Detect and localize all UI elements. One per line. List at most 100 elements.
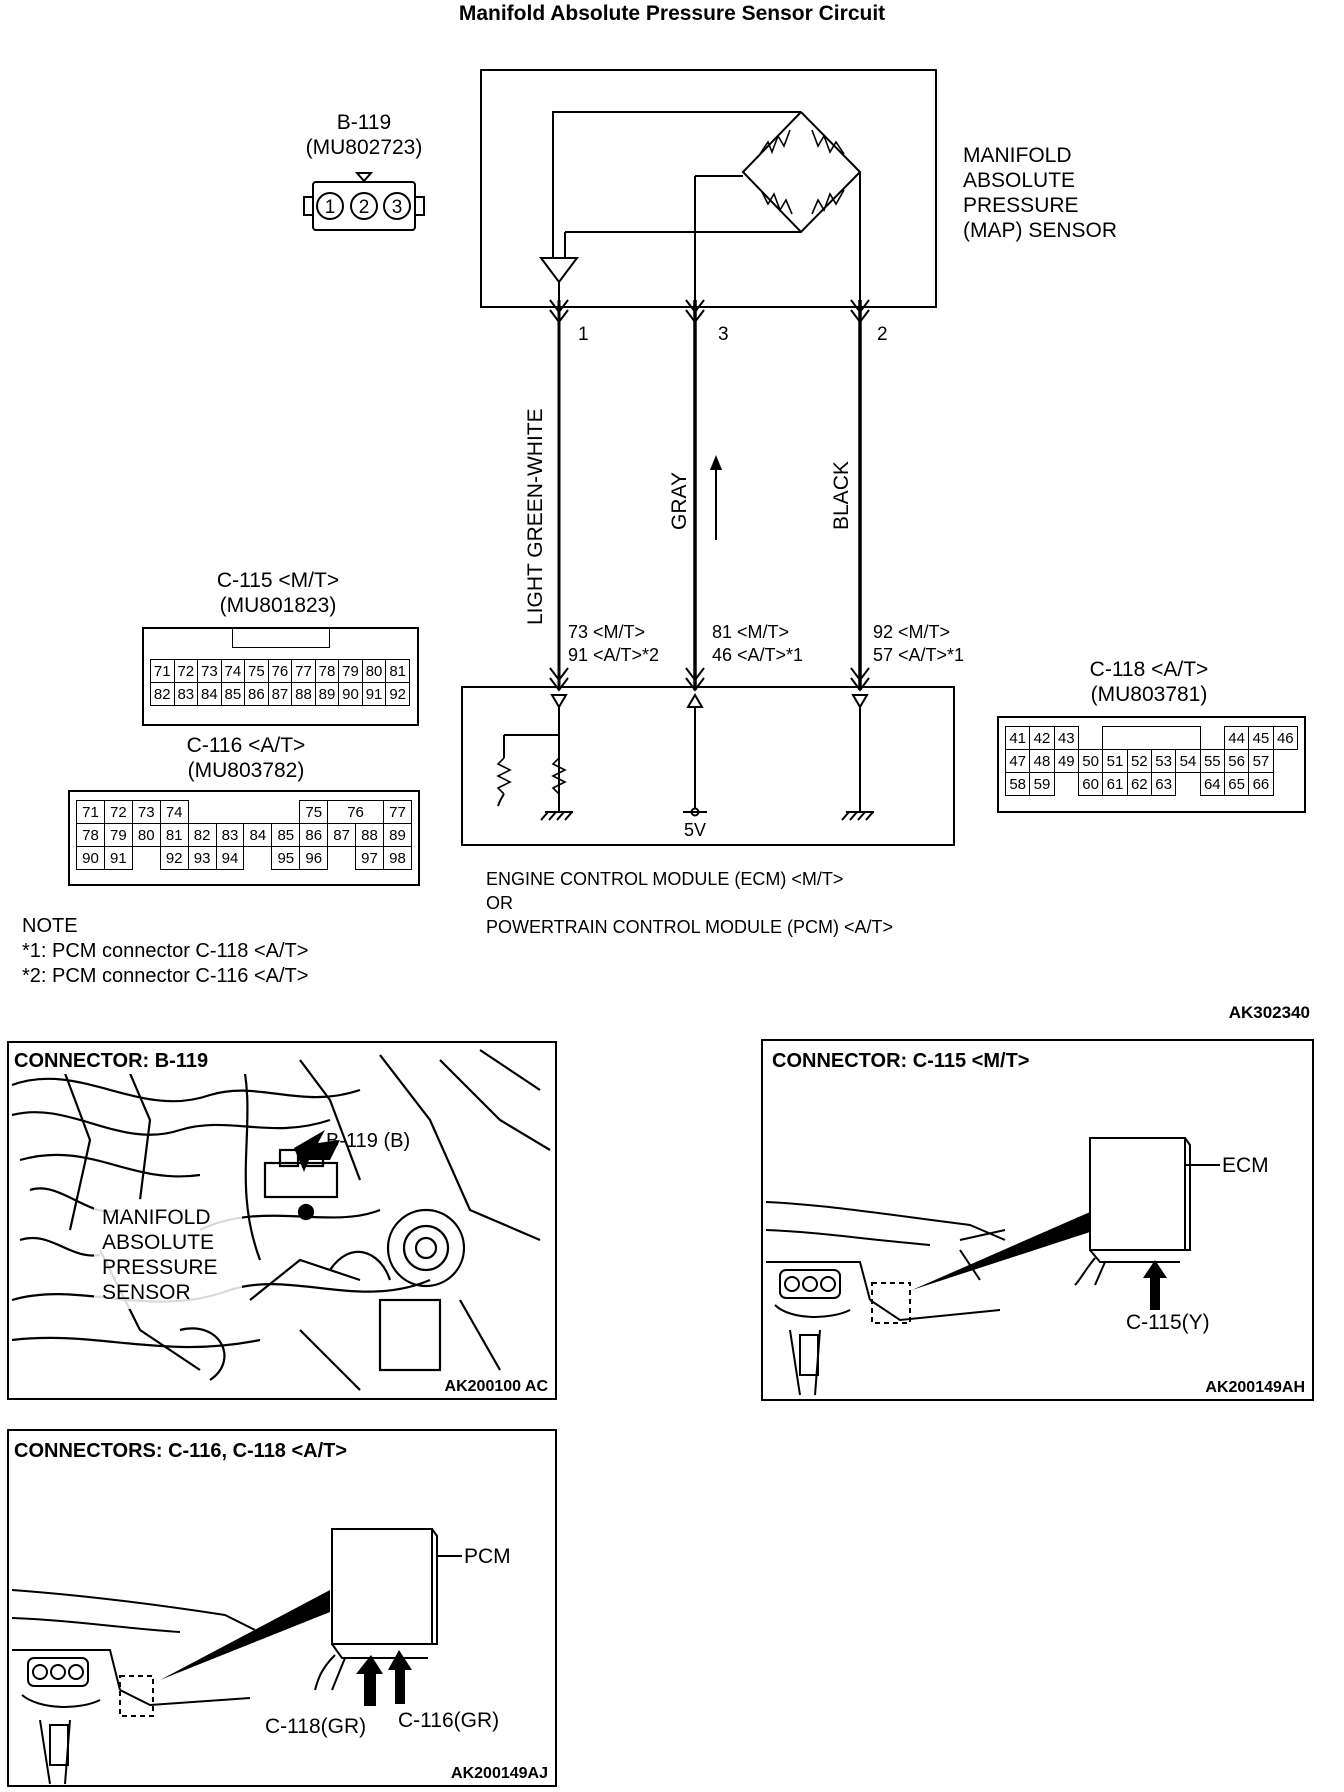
pin: 78	[314, 659, 340, 683]
wire-color-pin1: LIGHT GREEN-WHITE	[524, 408, 547, 625]
pin: 57	[1248, 749, 1274, 773]
c118-name: C-118 <A/T>	[1090, 658, 1209, 681]
panel-c116-conn-a: C-118(GR)	[265, 1715, 366, 1738]
pin: 47	[1004, 749, 1031, 773]
pin: 55	[1199, 749, 1225, 773]
panel-c116-title: CONNECTORS: C-116, C-118 <A/T>	[14, 1440, 347, 1462]
pin: 46	[1272, 726, 1299, 750]
pin: 60	[1077, 772, 1104, 796]
ecm-caption-2: OR	[486, 893, 513, 913]
c118-part: (MU803781)	[1091, 683, 1208, 706]
panel-c116-conn-b: C-116(GR)	[398, 1709, 499, 1732]
pin: 78	[76, 823, 105, 847]
panel-b119-code: AK200100 AC	[445, 1378, 549, 1395]
pin: 96	[299, 846, 329, 870]
pin: 82	[150, 682, 175, 706]
pin: 88	[291, 682, 316, 706]
pin: 98	[382, 846, 413, 870]
panel-c115-code: AK200149AH	[1205, 1379, 1305, 1396]
pin-1-label: 1	[578, 324, 589, 345]
c115-arrow-icon	[1143, 1260, 1167, 1310]
pin: 53	[1150, 749, 1177, 773]
pin: 48	[1029, 749, 1055, 773]
panel-b119-title: CONNECTOR: B-119	[14, 1050, 208, 1072]
pin-gap	[1078, 727, 1102, 750]
pin: 51	[1102, 749, 1128, 773]
pin-2-label: 2	[877, 324, 888, 345]
b119-part: (MU802723)	[306, 136, 423, 159]
pin: 72	[173, 659, 199, 683]
pin: 85	[220, 682, 246, 706]
pin: 73	[131, 800, 161, 824]
pin: 76	[327, 800, 384, 824]
b119-pin-2: 2	[359, 197, 370, 218]
sensor-label-1: MANIFOLD	[963, 144, 1072, 167]
pin: 71	[150, 659, 175, 683]
panel-b119-code-bg	[420, 1372, 554, 1396]
panel-b119-title-bg	[10, 1044, 258, 1074]
pin: 75	[299, 800, 329, 824]
c116-arrow-icon	[388, 1650, 412, 1704]
ecm-caption-3: POWERTRAIN CONTROL MODULE (PCM) <A/T>	[486, 917, 893, 937]
dashboard-illustration-2	[11, 1528, 462, 1785]
pin-3-label: 3	[718, 324, 729, 345]
pin-gap	[1200, 727, 1224, 750]
pin: 43	[1053, 726, 1079, 750]
map-sensor-box	[480, 69, 937, 308]
panel-c116-module: PCM	[464, 1545, 511, 1568]
pin: 85	[271, 823, 301, 847]
pin: 79	[103, 823, 133, 847]
ecm-caption-1: ENGINE CONTROL MODULE (ECM) <M/T>	[486, 869, 843, 889]
pin: 80	[361, 659, 387, 683]
pin: 83	[215, 823, 245, 847]
c118-arrow-icon	[356, 1655, 383, 1706]
panel-b119-label-3: PRESSURE	[102, 1256, 218, 1279]
ecm-pin2-mt: 92 <M/T>	[873, 622, 950, 642]
ecm-5v-label: 5V	[684, 820, 706, 840]
pin: 84	[197, 682, 222, 706]
pin-gap	[188, 801, 216, 824]
pin: 83	[173, 682, 199, 706]
ecm-pin1-at: 91 <A/T>*2	[568, 645, 659, 665]
pin: 87	[327, 823, 357, 847]
pin-gap	[132, 847, 160, 870]
c115-name: C-115 <M/T>	[217, 569, 339, 592]
pin: 73	[197, 659, 222, 683]
pin: 94	[215, 846, 245, 870]
ecm-pin3-at: 46 <A/T>*1	[712, 645, 803, 665]
pin: 59	[1029, 772, 1055, 796]
pin: 66	[1248, 772, 1274, 796]
pin: 86	[299, 823, 329, 847]
note-heading: NOTE	[22, 915, 78, 937]
pin: 95	[271, 846, 301, 870]
b119-callout-arrow-icon	[294, 1130, 340, 1172]
pin-gap	[272, 801, 300, 824]
panel-b119-label-bg	[94, 1199, 242, 1309]
pin: 84	[243, 823, 273, 847]
pin: 87	[267, 682, 293, 706]
pin: 45	[1248, 726, 1274, 750]
pin: 56	[1223, 749, 1250, 773]
pin-gap	[1054, 773, 1078, 796]
note-1: *1: PCM connector C-118 <A/T>	[22, 940, 308, 962]
panel-b119-label-4: SENSOR	[102, 1281, 191, 1304]
panel-c115-conn: C-115(Y)	[1126, 1311, 1210, 1334]
pin: 72	[103, 800, 133, 824]
sensor-label-2: ABSOLUTE	[963, 169, 1075, 192]
pin: 63	[1150, 772, 1177, 796]
pin-gap	[1176, 773, 1200, 796]
panel-b119-label-1: MANIFOLD	[102, 1206, 211, 1229]
b119-connector-icon	[303, 172, 425, 231]
pin: 77	[291, 659, 316, 683]
pin: 49	[1053, 749, 1079, 773]
pin-gap	[328, 847, 356, 870]
pin: 71	[76, 800, 105, 824]
